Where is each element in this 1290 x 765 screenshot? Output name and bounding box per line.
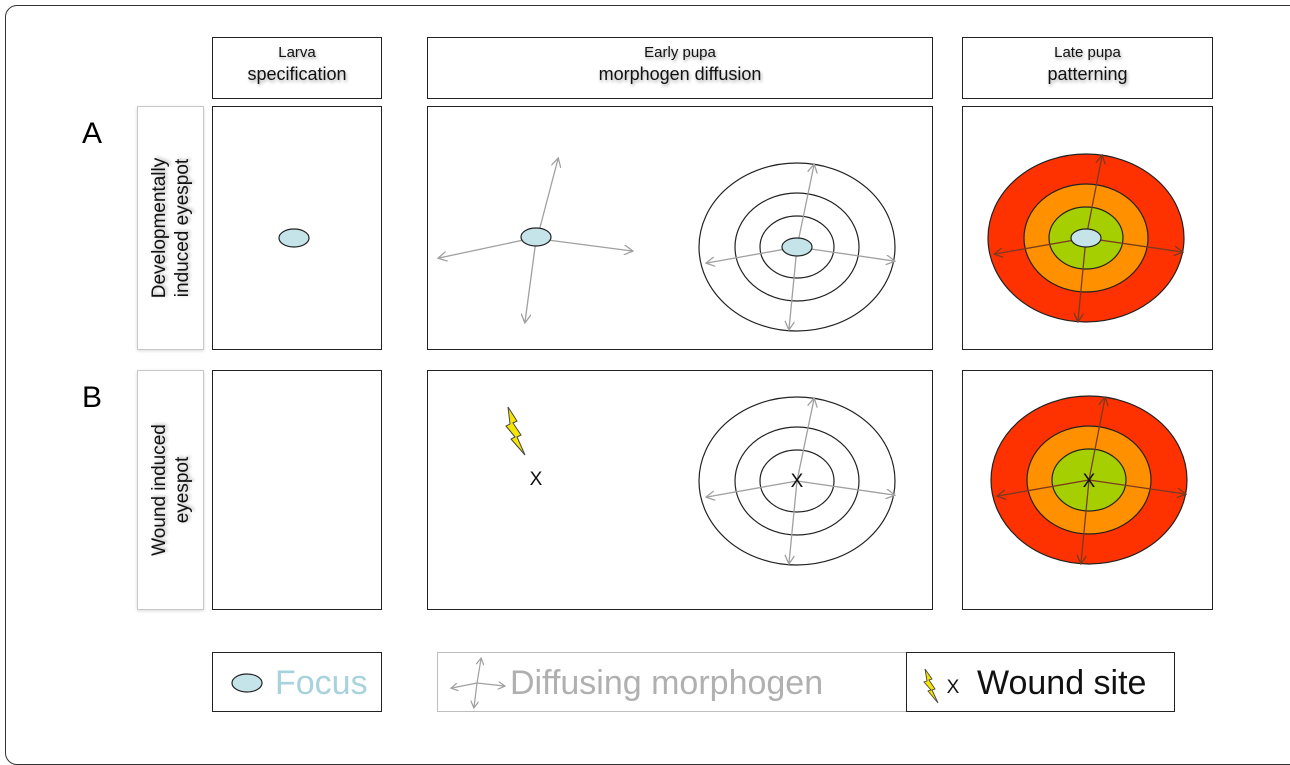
row-letter-b: B (82, 381, 103, 414)
header-larva-title: Larva (278, 44, 316, 61)
header-late-pupa-title: Late pupa (1054, 44, 1121, 61)
focus-ellipse (278, 228, 310, 248)
diffusion-rings (698, 162, 896, 332)
row-label-b-line2: eyespot (171, 456, 193, 524)
panel-a-early-pupa (427, 106, 933, 350)
lightning-bolt-icon (505, 406, 526, 456)
panel-b-late-pupa: X (962, 370, 1213, 610)
row-label-b: Wound induced eyespot (137, 370, 204, 610)
legend-diffusing-label: Diffusing morphogen (510, 664, 824, 702)
focus-ellipse (520, 227, 552, 247)
diffusion-rings (698, 396, 896, 566)
header-larva-subtitle: specification (247, 64, 347, 84)
row-label-a-line1: Developmentally (148, 157, 170, 299)
figure-canvas: Larva specification Early pupa morphogen… (5, 5, 1290, 765)
focus-ellipse (781, 237, 813, 257)
legend-diffusing: Diffusing morphogen (437, 652, 908, 712)
header-early-pupa: Early pupa morphogen diffusion (427, 37, 933, 99)
header-early-pupa-subtitle: morphogen diffusion (598, 64, 762, 84)
legend-wound-x: X (947, 677, 960, 698)
header-early-pupa-title: Early pupa (644, 44, 716, 61)
panel-b-early-pupa: X X (427, 370, 933, 610)
diffusing-arrows-icon (452, 659, 504, 707)
header-late-pupa: Late pupa patterning (962, 37, 1213, 99)
legend-focus: Focus (212, 652, 382, 712)
focus-legend-icon (231, 673, 263, 693)
legend-wound: X Wound site (906, 652, 1175, 712)
eyespot-arrows (998, 398, 1185, 563)
row-label-a: Developmentally induced eyespot (137, 106, 204, 350)
wound-marker: X (1083, 471, 1096, 492)
header-late-pupa-subtitle: patterning (1047, 64, 1128, 84)
panel-a-late-pupa (962, 106, 1213, 350)
eyespot-arrows (995, 156, 1182, 321)
panel-b-larva (212, 370, 382, 610)
focus-ellipse (1070, 228, 1102, 248)
header-larva: Larva specification (212, 37, 382, 99)
lightning-bolt-icon (923, 668, 939, 704)
row-label-a-line2: induced eyespot (171, 158, 193, 298)
legend-focus-label: Focus (275, 664, 368, 702)
row-letter-a: A (82, 117, 103, 150)
panel-a-larva (212, 106, 382, 350)
wound-marker: X (530, 469, 543, 490)
diffusion-arrows (707, 399, 894, 563)
row-label-b-line1: Wound induced (148, 424, 170, 556)
wound-marker: X (791, 471, 804, 492)
diffusing-morphogen-arrows (439, 159, 632, 322)
legend-wound-label: Wound site (977, 664, 1147, 702)
